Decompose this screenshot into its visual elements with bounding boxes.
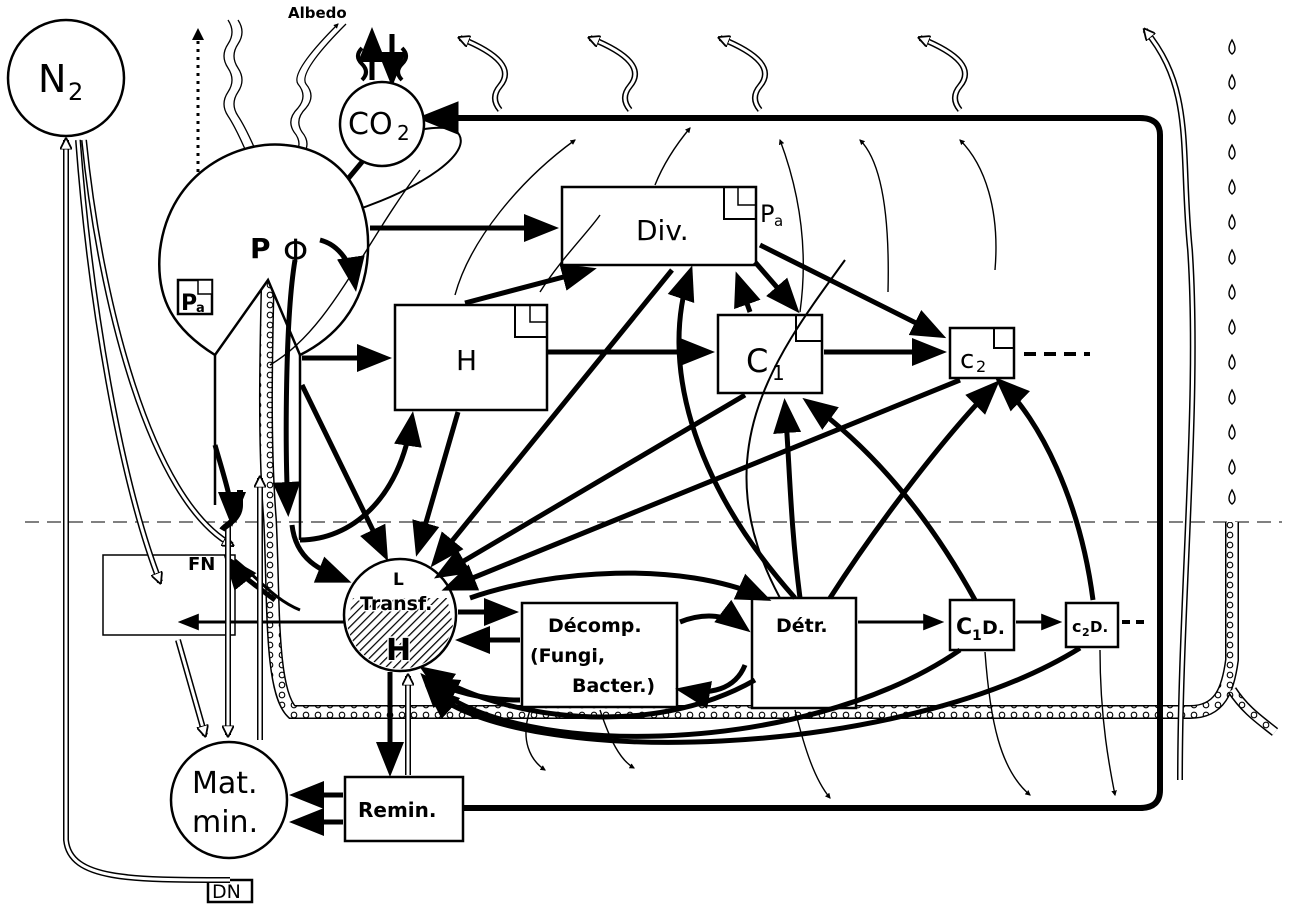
decomp-label-1: Décomp. [548, 615, 642, 637]
remin-label: Remin. [358, 798, 437, 822]
remin-node [343, 775, 465, 843]
svg-text:a: a [196, 301, 205, 316]
c1-node [716, 313, 824, 395]
mineral-matter-node [169, 740, 289, 860]
n2-label: N [38, 57, 66, 101]
dn-label: DN [212, 881, 241, 903]
water-flow-band [260, 174, 1238, 718]
transf-l-label: L [393, 570, 404, 590]
nitrogen-flow-arrows [66, 140, 408, 883]
fn-label: FN [188, 554, 215, 575]
svg-text:2: 2 [1082, 626, 1090, 639]
herbivore-node [393, 303, 549, 412]
co2-label: CO [348, 107, 393, 142]
respiration-arrows [269, 127, 1117, 799]
svg-text:2: 2 [68, 78, 83, 106]
svg-text:D.: D. [1090, 618, 1108, 636]
c2-label: c [960, 345, 974, 375]
c2d-node [1064, 601, 1120, 649]
svg-text:a: a [774, 212, 783, 230]
decomp-node [520, 601, 679, 709]
co2-return-loop [416, 101, 1163, 811]
c2-node [948, 326, 1016, 380]
co2-node [338, 80, 426, 168]
rain-drops [1228, 38, 1236, 505]
energy-flow-arrows [177, 214, 1096, 836]
pa-label-div: P [760, 200, 774, 228]
c1d-label: C [956, 615, 972, 640]
matmin-label-1: Mat. [192, 766, 258, 801]
producer-label: P [250, 232, 271, 265]
co2-gas-exchange [356, 27, 408, 87]
transf-label: Transf. [360, 593, 432, 615]
herbivore-label: H [456, 344, 477, 377]
decomp-label-3: Bacter.) [572, 675, 655, 697]
transf-h-label: H [386, 633, 411, 668]
c1-label: C [746, 342, 768, 380]
svg-text:2: 2 [976, 357, 986, 376]
c2d-label: c [1072, 617, 1081, 636]
svg-text:D.: D. [982, 617, 1005, 639]
heat-loss-arrows [460, 30, 1196, 781]
svg-text:1: 1 [972, 628, 982, 644]
n2-node [6, 18, 126, 138]
pa-label-left: P [181, 291, 197, 316]
svg-text:2: 2 [397, 121, 410, 145]
detritus-label: Détr. [776, 615, 828, 637]
detritus-node [750, 596, 858, 710]
matmin-label-2: min. [192, 805, 258, 840]
c1d-node [948, 598, 1016, 652]
svg-text:1: 1 [772, 361, 785, 385]
decomp-label-2: (Fungi, [530, 645, 605, 667]
albedo-label: Albedo [288, 4, 347, 22]
div-label: Div. [636, 214, 689, 247]
